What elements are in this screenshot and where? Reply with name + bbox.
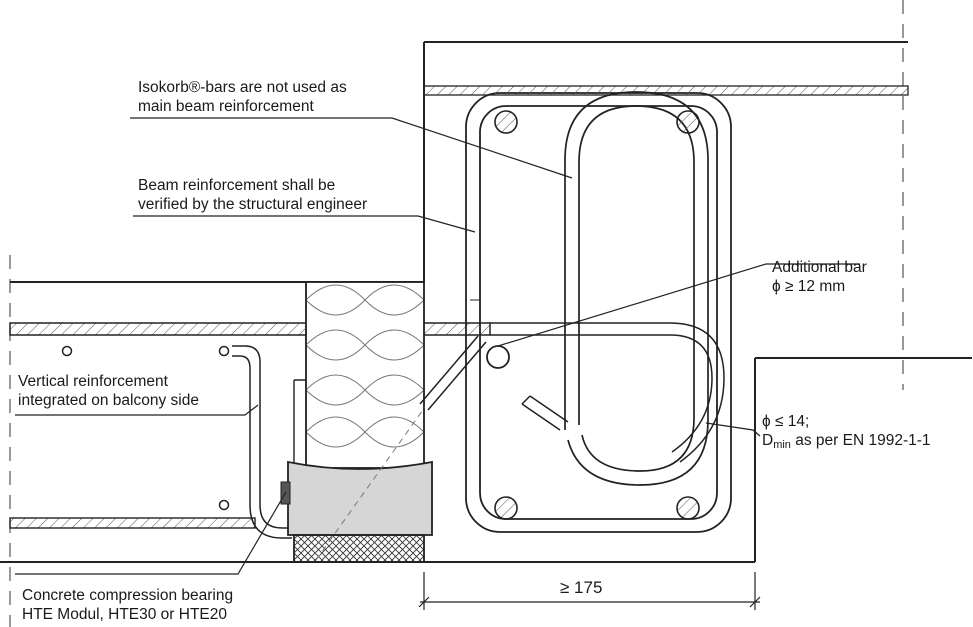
bend-diameter-label-line1: ϕ ≤ 14; [762,413,810,430]
compression-bearing-label-line1: Concrete compression bearing [22,587,234,604]
beam-stirrup [465,92,732,533]
bend-diameter-d: D [762,432,774,449]
dimension-line [418,572,761,610]
beam-outline [0,41,972,563]
vertical-reinforcement-label: Vertical reinforcement integrated on bal… [18,372,199,410]
bend-diameter-standard: as per EN 1992-1-1 [790,432,931,449]
additional-bar-label: Additional bar ϕ ≥ 12 mm [772,258,867,296]
vertical-reinforcement-label-line1: Vertical reinforcement [18,373,168,390]
additional-bar-label-line2: ϕ ≥ 12 mm [772,278,846,295]
bend-diameter-label-line2: Dmin as per EN 1992-1-1 [762,431,931,455]
beam-top-bar [423,85,909,96]
lower-balcony-bar [9,517,256,529]
additional-bar-circle [486,345,510,369]
hook-end [521,395,569,431]
dashed-lines [9,0,904,627]
bend-diameter-min: min [773,439,791,451]
isokorb-bars-note: Isokorb®-bars are not used as main beam … [138,78,347,116]
beam-reinforcement-note-line2: verified by the structural engineer [138,196,368,213]
dimension-label: ≥ 175 [560,578,603,597]
isokorb-hairpin-loop [564,91,709,486]
vertical-reinforcement-bar [232,345,292,539]
leader-lines [15,117,860,575]
bend-diameter-label: ϕ ≤ 14; Dmin as per EN 1992-1-1 [762,412,931,455]
beam-reinforcement-note: Beam reinforcement shall be verified by … [138,176,367,214]
vertical-reinforcement-label-line2: integrated on balcony side [18,392,199,409]
beam-corner-bars [494,110,700,520]
compression-bearing-label: Concrete compression bearing HTE Modul, … [22,586,233,624]
isokorb-bars-note-line2: main beam reinforcement [138,98,314,115]
balcony-bar-dots [61,345,230,511]
compression-bearing [280,460,433,563]
insulation-body [293,281,425,471]
beam-reinforcement-note-line1: Beam reinforcement shall be [138,177,336,194]
compression-bearing-label-line2: HTE Modul, HTE30 or HTE20 [22,606,228,623]
isokorb-bars-note-line1: Isokorb®-bars are not used as [138,79,347,96]
additional-bar-label-line1: Additional bar [772,259,867,276]
diagonal-bar [315,335,487,561]
